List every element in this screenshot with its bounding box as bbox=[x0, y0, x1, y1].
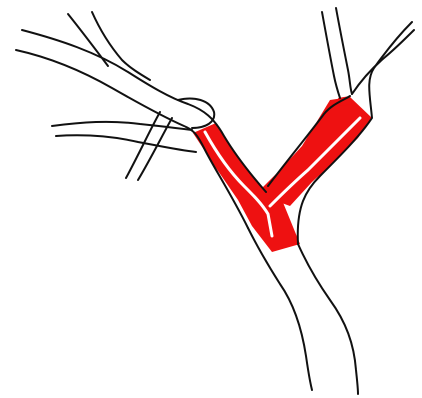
right-outer-twig bbox=[352, 30, 414, 94]
left-side-branch-lower bbox=[56, 135, 196, 152]
common-trunk-right-wall bbox=[298, 244, 358, 394]
right-side-branch-left bbox=[322, 12, 340, 98]
vessel-outlines bbox=[16, 8, 414, 394]
plaque-regions bbox=[193, 96, 372, 252]
left-descending-branch-b bbox=[138, 118, 172, 180]
left-side-branch-upper bbox=[52, 122, 192, 130]
left-twig-b bbox=[92, 12, 150, 80]
right-side-branch-right bbox=[336, 8, 352, 94]
plaque-right-branch bbox=[262, 97, 372, 206]
left-twig-a bbox=[68, 14, 108, 66]
